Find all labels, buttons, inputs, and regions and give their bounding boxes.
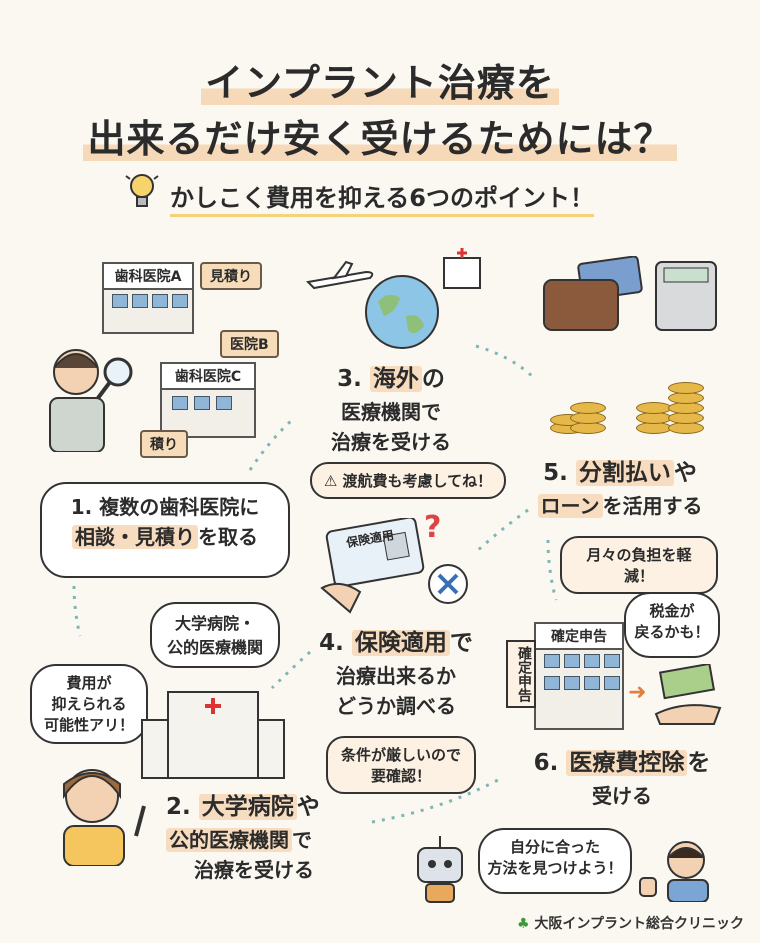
clinic-a-building: 歯科医院A (102, 262, 194, 334)
tax-refund-bubble: 税金が 戻るかも！ (624, 592, 720, 658)
cost-saving-bubble: 費用が 抑えられる 可能性アリ！ (30, 664, 148, 744)
clinic-b-tag: 医院B (220, 330, 279, 358)
globe-icon (365, 275, 439, 349)
arrow-right-icon: ➜ (628, 680, 647, 705)
hospital-small-icon (443, 248, 481, 289)
hospital-building-icon (141, 691, 285, 779)
step5-text: 5. 分割払いや ローンを活用する (520, 456, 720, 521)
page-title-line1: インプラント治療を (0, 52, 760, 107)
tax-office-building: 確定申告 (534, 622, 624, 730)
robot-icon (417, 836, 463, 903)
estimate-tag: 見積り (200, 262, 262, 290)
money-hand-icon (654, 664, 722, 725)
tax-office-sign: 確定申告 (536, 624, 622, 650)
step2-text: 2. 大学病院や 公的医療機関で 治療を受ける (166, 794, 320, 882)
find-method-bubble: 自分に合った 方法を見つけよう！ (478, 828, 632, 894)
estimate-tag-2: 積り (140, 430, 188, 458)
step4-text: 4. 保険適用で 治療出来るか どうか調べる (319, 630, 473, 718)
clinic-logo: ♣ 大阪インプラント総合クリニック (516, 916, 744, 932)
person-magnifier-icon (49, 349, 133, 452)
coin-stack-left (550, 382, 610, 442)
clinic-c-building: 歯科医院C (160, 362, 256, 438)
clover-icon: ♣ (516, 916, 530, 932)
lightbulb-icon (125, 174, 159, 207)
step3-text: 3. 海外の 医療機関で 治療を受ける (331, 366, 451, 454)
step1-bubble: 1. 複数の歯科医院に 相談・見積りを取る (40, 482, 290, 578)
woman-pointing-icon (63, 769, 146, 866)
clinic-a-sign: 歯科医院A (104, 264, 192, 290)
man-thumbs-up-icon (639, 841, 709, 902)
airplane-icon (306, 260, 374, 290)
tax-return-side-sign: 確定申告 (506, 640, 536, 708)
cross-mark-icon (428, 564, 468, 604)
clinic-c-sign: 歯科医院C (162, 364, 254, 390)
question-mark-icon: ? (424, 510, 442, 545)
step3-note: ⚠ 渡航費も考慮してね！ (310, 462, 506, 499)
step6-text: 6. 医療費控除を 受ける (533, 750, 711, 808)
subtitle: かしこく費用を抑える6つのポイント！ (170, 178, 594, 217)
university-hospital-bubble: 大学病院・ 公的医療機関 (150, 602, 280, 668)
step5-note: 月々の負担を軽減！ (560, 536, 718, 594)
step4-note: 条件が厳しいので 要確認！ (326, 736, 476, 794)
page-title-line2: 出来るだけ安く受けるためには？ (0, 108, 760, 163)
insurance-card-icon (320, 518, 425, 614)
calculator-icon (655, 261, 717, 331)
wallet-cards-icon (543, 256, 643, 331)
coin-stack-right (636, 372, 706, 442)
